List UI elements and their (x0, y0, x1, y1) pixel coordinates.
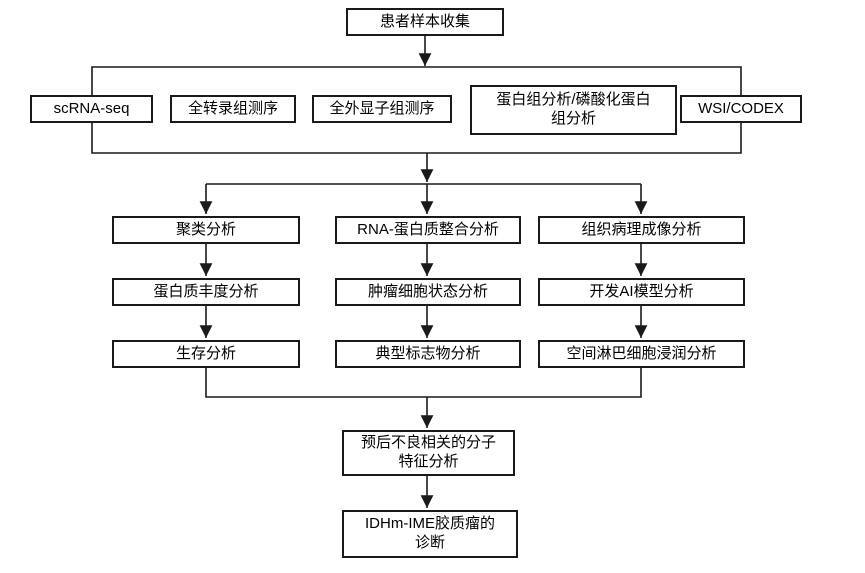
node-label: 空间淋巴细胞浸润分析 (566, 344, 717, 362)
node-spatial-lymphocyte-infiltration: 空间淋巴细胞浸润分析 (538, 340, 745, 368)
node-tumor-cell-state: 肿瘤细胞状态分析 (335, 278, 521, 306)
node-ai-model-development: 开发AI模型分析 (538, 278, 745, 306)
node-label: 预后不良相关的分子 特征分析 (360, 434, 496, 470)
node-poor-prognosis-molecular-features: 预后不良相关的分子 特征分析 (342, 430, 515, 476)
connector-top-bus (91, 66, 742, 95)
node-label: 典型标志物分析 (375, 344, 481, 362)
node-label: WSI/CODEX (698, 99, 784, 117)
node-patient-sample-collection: 患者样本收集 (346, 8, 504, 36)
node-label: 蛋白质丰度分析 (153, 282, 259, 300)
node-label: scRNA-seq (53, 99, 130, 117)
node-label: 组织病理成像分析 (581, 220, 702, 238)
node-label: 患者样本收集 (379, 12, 470, 30)
node-whole-transcriptome-seq: 全转录组测序 (170, 95, 296, 123)
node-histopathology-imaging: 组织病理成像分析 (538, 216, 745, 244)
node-label: 全转录组测序 (187, 99, 278, 117)
node-wsi-codex: WSI/CODEX (680, 95, 802, 123)
node-label: RNA-蛋白质整合分析 (357, 220, 499, 238)
node-label: 开发AI模型分析 (589, 282, 694, 300)
node-scrna-seq: scRNA-seq (30, 95, 153, 123)
node-protein-abundance: 蛋白质丰度分析 (112, 278, 300, 306)
node-idhm-ime-glioma-diagnosis: IDHm-IME胶质瘤的 诊断 (342, 510, 518, 558)
node-survival-analysis: 生存分析 (112, 340, 300, 368)
node-label: 蛋白组分析/磷酸化蛋白 组分析 (496, 91, 651, 127)
node-label: 生存分析 (175, 344, 236, 362)
connector-converge-bus (205, 368, 642, 398)
node-canonical-markers: 典型标志物分析 (335, 340, 521, 368)
node-rna-protein-integration: RNA-蛋白质整合分析 (335, 216, 521, 244)
node-label: IDHm-IME胶质瘤的 诊断 (365, 515, 495, 551)
node-label: 肿瘤细胞状态分析 (367, 282, 488, 300)
node-label: 全外显子组测序 (329, 99, 435, 117)
node-label: 聚类分析 (175, 220, 236, 238)
node-clustering-analysis: 聚类分析 (112, 216, 300, 244)
connector-omics-bus (91, 123, 742, 154)
node-proteome-phosphoproteome: 蛋白组分析/磷酸化蛋白 组分析 (470, 85, 677, 135)
node-whole-exome-seq: 全外显子组测序 (312, 95, 452, 123)
